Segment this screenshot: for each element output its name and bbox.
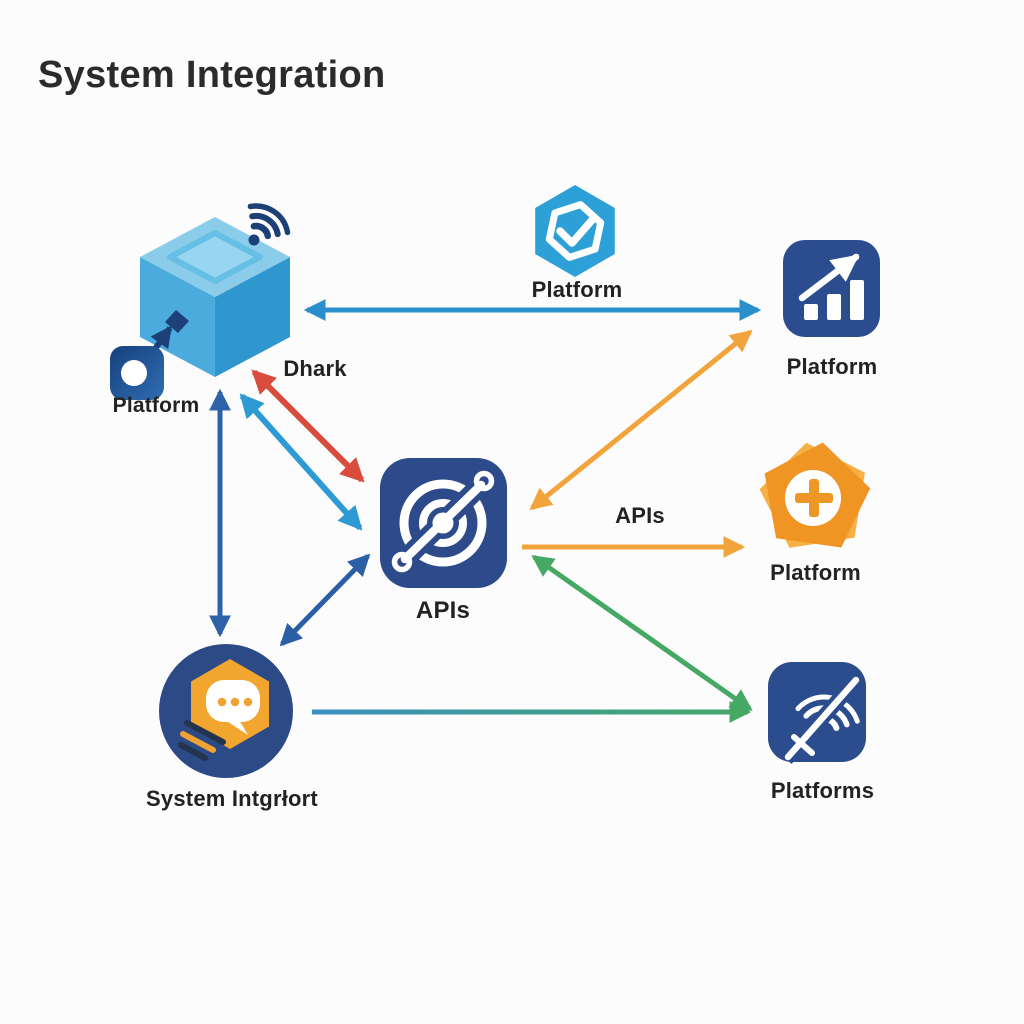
edge-apis-chart-orange-double-arrow — [529, 329, 753, 511]
wifi-slash-icon — [768, 662, 866, 764]
hexagon-check-icon — [535, 185, 615, 277]
plus-badge-icon — [759, 442, 871, 548]
wifi-label: Platforms — [770, 778, 875, 803]
apis-edge-label: APIs — [615, 503, 665, 528]
orbit-api-icon — [380, 458, 507, 588]
bar-chart-growth-icon — [783, 240, 880, 337]
chat-bubble-hexagon-icon — [159, 644, 293, 778]
chart-label: Platform — [786, 354, 878, 379]
add-platform-label: Platform — [770, 560, 861, 585]
cube-port-icon — [165, 310, 189, 333]
hexagon-label: Platform — [531, 277, 623, 302]
apis-label: APIs — [415, 597, 471, 624]
chat-label: System Intgrłort — [146, 786, 318, 811]
edge-apis-wifi-green-double-arrow — [531, 554, 753, 712]
page-title: System Integration — [38, 54, 386, 96]
edge-chat-apis-double-arrow — [279, 553, 371, 647]
module-icon — [110, 346, 164, 400]
edge-cube-apis-lightblue-double-arrow — [239, 393, 363, 531]
module-label: Platform — [112, 394, 200, 417]
dhark-edge-label: Dhark — [283, 356, 347, 381]
wifi-signal-icon — [247, 203, 291, 246]
